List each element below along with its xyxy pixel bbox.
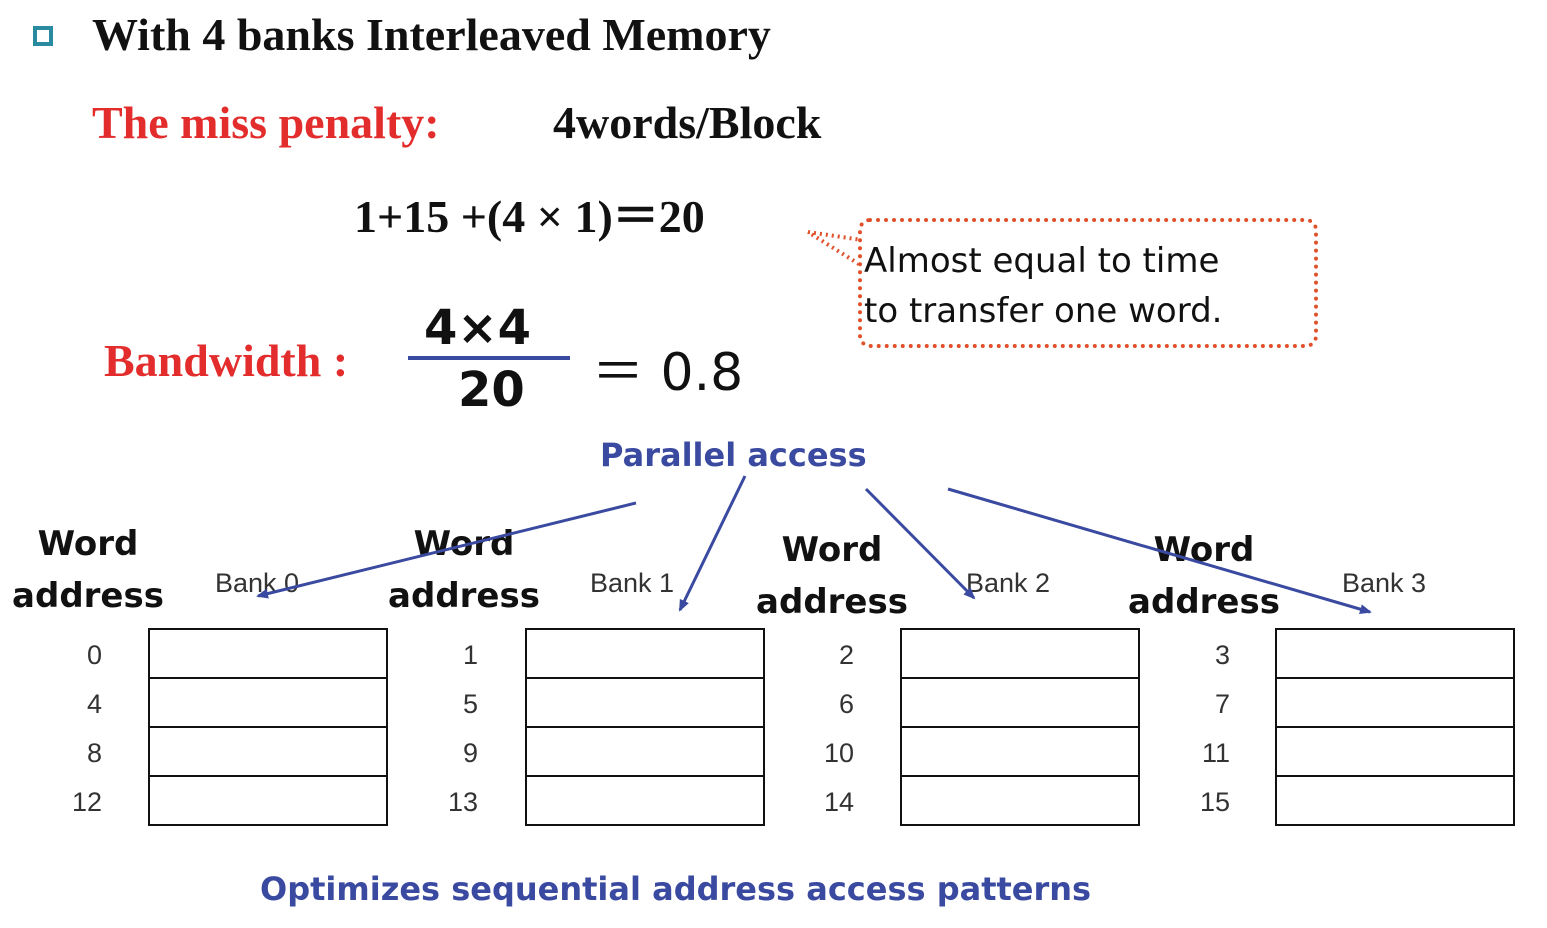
arrow-to-bank-0 [256, 501, 637, 599]
memory-cell [150, 728, 386, 777]
bandwidth-label: Bandwidth : [104, 335, 349, 386]
address-number: 10 [823, 738, 854, 768]
address-number: 8 [86, 738, 102, 768]
address-number: 14 [823, 787, 854, 817]
arrow-to-bank-3 [947, 487, 1372, 615]
bandwidth-denominator: 20 [458, 362, 525, 418]
address-label: address [12, 576, 164, 616]
callout-line-1: Almost equal to time [864, 241, 1220, 281]
memory-cell [527, 630, 763, 679]
memory-cell [527, 728, 763, 777]
memory-cell [1277, 630, 1513, 679]
bank-label-3: Bank 3 [1342, 568, 1427, 598]
address-number: 1 [462, 640, 478, 670]
address-number: 7 [1214, 689, 1230, 719]
address-number: 15 [1199, 787, 1230, 817]
miss-penalty-formula: 1+15 +(4 × 1)＝20 [354, 191, 705, 242]
address-number: 9 [462, 738, 478, 768]
arrow-to-bank-1 [678, 475, 747, 612]
footer-caption: Optimizes sequential address access patt… [260, 870, 1092, 908]
bandwidth-result: ＝ 0.8 [592, 343, 744, 403]
address-label: address [388, 576, 540, 616]
memory-cell [150, 630, 386, 679]
bandwidth-numerator: 4×4 [424, 300, 532, 356]
address-number: 5 [462, 689, 478, 719]
callout-box [858, 218, 1318, 348]
address-label: address [1128, 582, 1280, 622]
bank-table-2 [900, 628, 1140, 826]
address-label: address [756, 582, 908, 622]
address-number: 6 [838, 689, 854, 719]
word-address-label-3: Word address [1124, 524, 1284, 628]
word-address-label-2: Word address [752, 524, 912, 628]
word-label: Word [781, 530, 883, 570]
memory-cell [1277, 679, 1513, 728]
memory-cell [1277, 728, 1513, 777]
slide-heading: With 4 banks Interleaved Memory [92, 9, 771, 60]
bank-label-1: Bank 1 [590, 568, 675, 598]
memory-cell [527, 679, 763, 728]
parallel-access-label: Parallel access [600, 436, 867, 474]
address-number: 2 [838, 640, 854, 670]
arrow-to-bank-2 [864, 487, 976, 600]
address-number: 0 [86, 640, 102, 670]
word-address-label-0: Word address [8, 518, 168, 622]
memory-cell [150, 679, 386, 728]
word-address-label-1: Word address [384, 518, 544, 622]
memory-cell [902, 630, 1138, 679]
bank-table-0 [148, 628, 388, 826]
bank-table-1 [525, 628, 765, 826]
bullet-square-icon [33, 26, 53, 46]
word-label: Word [37, 524, 139, 564]
address-number: 4 [86, 689, 102, 719]
address-number: 12 [71, 787, 102, 817]
miss-penalty-label: The miss penalty: [92, 97, 440, 148]
callout-line-2: to transfer one word. [864, 291, 1223, 331]
memory-cell [902, 728, 1138, 777]
fraction-bar [408, 356, 570, 360]
miss-penalty-value: 4words/Block [553, 97, 822, 148]
bank-table-3 [1275, 628, 1515, 826]
bank-label-2: Bank 2 [966, 568, 1051, 598]
address-number: 13 [447, 787, 478, 817]
address-number: 11 [1201, 738, 1230, 768]
memory-cell [902, 679, 1138, 728]
callout-text: Almost equal to time to transfer one wor… [864, 236, 1222, 336]
address-number: 3 [1214, 640, 1230, 670]
